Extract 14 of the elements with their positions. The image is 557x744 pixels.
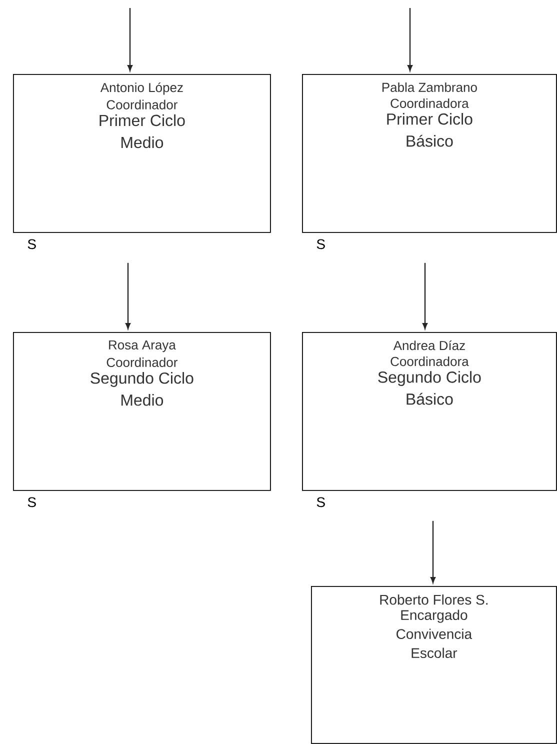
box-caption: S: [316, 239, 325, 250]
org-box: Pabla Zambrano Coordinadora Primer Ciclo Básico: [302, 74, 557, 233]
box-caption: S: [316, 497, 325, 508]
arrow: [430, 520, 436, 584]
box-caption: S: [28, 239, 36, 250]
arrow: [407, 8, 413, 72]
box-caption: S: [28, 497, 36, 508]
org-box: Antonio López Coordinador Primer Ciclo Medio: [13, 74, 271, 233]
org-box: Andrea Díaz Coordinadora Segundo Ciclo Básico: [302, 332, 557, 491]
org-box: Rosa Araya Coordinador Segundo Ciclo Medio: [13, 332, 271, 491]
arrow: [422, 262, 428, 330]
org-box: Roberto Flores S. Encargado Convivencia Escolar: [311, 586, 557, 744]
arrow: [125, 262, 131, 330]
arrow: [127, 8, 133, 72]
